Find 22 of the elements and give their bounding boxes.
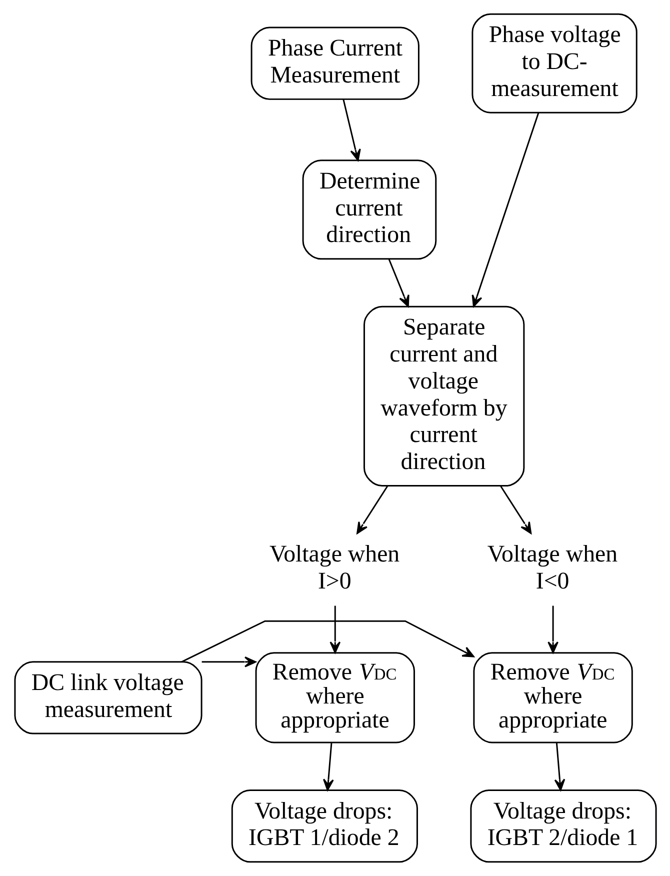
node-box: DC link voltage measurement [14, 661, 202, 734]
node-box: Phase Current Measurement [250, 26, 419, 100]
arrow [342, 99, 360, 161]
node-box: Phase voltage to DC- measurement [471, 13, 637, 114]
arrow [554, 742, 565, 791]
arrow [471, 112, 539, 308]
node-box: Voltage drops: IGBT 2/diode 1 [470, 790, 656, 863]
node-box: Determine current direction [302, 160, 436, 260]
node-box: Remove VDC where appropriate [254, 652, 414, 744]
node-box: Remove VDC where appropriate [472, 652, 632, 744]
node-text: Voltage when I<0 [486, 542, 618, 594]
node-box: Voltage drops: IGBT 1/diode 2 [230, 790, 418, 863]
arrow [356, 485, 388, 534]
arrow [329, 606, 340, 654]
node-box: Separate current and voltage waveform by current direction [362, 306, 524, 486]
node-text: Voltage when I>0 [268, 542, 400, 594]
arrow [322, 742, 334, 791]
arrow [180, 620, 474, 663]
arrow [388, 259, 409, 308]
arrow [499, 485, 532, 534]
arrow [547, 606, 558, 654]
arrow [201, 656, 256, 668]
